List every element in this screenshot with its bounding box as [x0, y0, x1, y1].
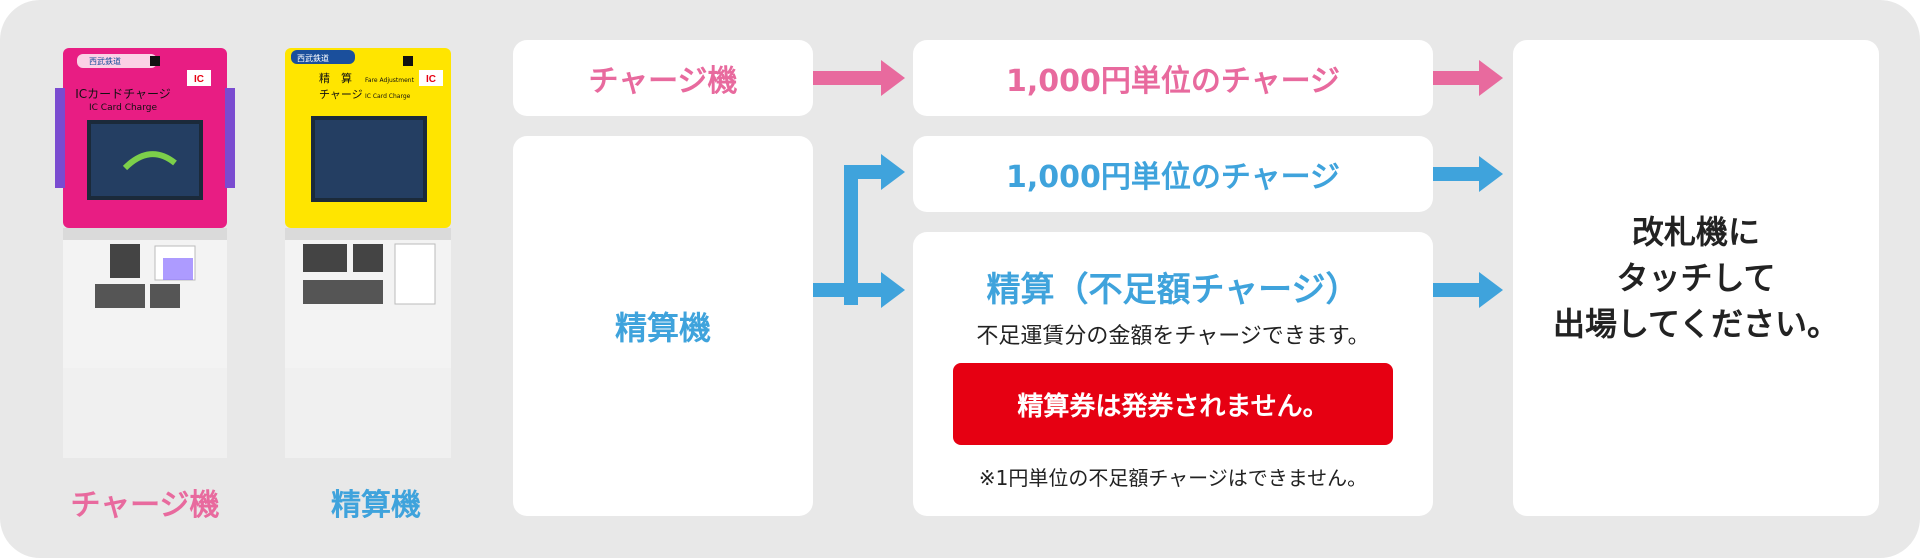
settle-option-note: ※1円単位の不足額チャージはできません。	[978, 466, 1368, 490]
settle-option-description: 不足運賃分の金額をチャージできます。	[976, 324, 1370, 349]
charge-brand: 西武鉄道	[89, 56, 121, 66]
settle-brand: 西武鉄道	[297, 53, 329, 63]
charge-ic-mark: IC	[194, 74, 204, 85]
settle-machine-title-2: チャージ	[319, 88, 363, 101]
settle-warning-label: 精算券は発券されません。	[1017, 391, 1329, 422]
settle-ic-mark: IC	[426, 74, 436, 85]
settle-option-title: 精算（不足額チャージ）	[986, 270, 1360, 310]
settle-machine-en-2: IC Card Charge	[365, 93, 411, 100]
arrow-pink-2-icon	[1433, 60, 1503, 96]
charge-machine-subtitle: IC Card Charge	[89, 103, 157, 113]
settle-machine-box: 精算機	[513, 136, 813, 516]
charge-option-box-2: 1,000円単位のチャージ	[913, 136, 1433, 212]
charge-option-label-2: 1,000円単位のチャージ	[1006, 160, 1340, 195]
charge-machine-title: ICカードチャージ	[75, 87, 171, 101]
final-line-3: 出場してください。	[1552, 305, 1840, 343]
charge-option-label-1: 1,000円単位のチャージ	[1006, 64, 1340, 99]
settle-machine-caption: 精算機	[331, 488, 421, 523]
arrow-blue-1-icon	[1433, 156, 1503, 192]
arrow-blue-2-icon	[1433, 272, 1503, 308]
charge-machine-caption: チャージ機	[70, 488, 220, 523]
settle-machine-en-1: Fare Adjustment	[365, 77, 415, 84]
final-instruction-box: 改札機に タッチして 出場してください。	[1513, 40, 1879, 516]
settle-machine-image: 西武鉄道 IC 精 算 Fare Adjustment チャージ IC Card…	[285, 48, 451, 458]
arrow-pink-1-icon	[813, 60, 905, 96]
settle-machine-box-label: 精算機	[614, 309, 711, 347]
branch-arrow-icon	[813, 154, 905, 308]
charge-machine-box: チャージ機	[513, 40, 813, 116]
final-line-1: 改札機に	[1631, 213, 1760, 251]
final-line-2: タッチして	[1616, 259, 1776, 297]
settle-warning-badge: 精算券は発券されません。	[953, 363, 1393, 445]
charge-option-box-1: 1,000円単位のチャージ	[913, 40, 1433, 116]
settle-machine-title-1: 精 算	[319, 71, 352, 85]
charge-machine-image: IC ICカードチャージ IC Card Charge 西武鉄道	[55, 48, 235, 458]
charge-machine-box-label: チャージ機	[588, 64, 738, 99]
